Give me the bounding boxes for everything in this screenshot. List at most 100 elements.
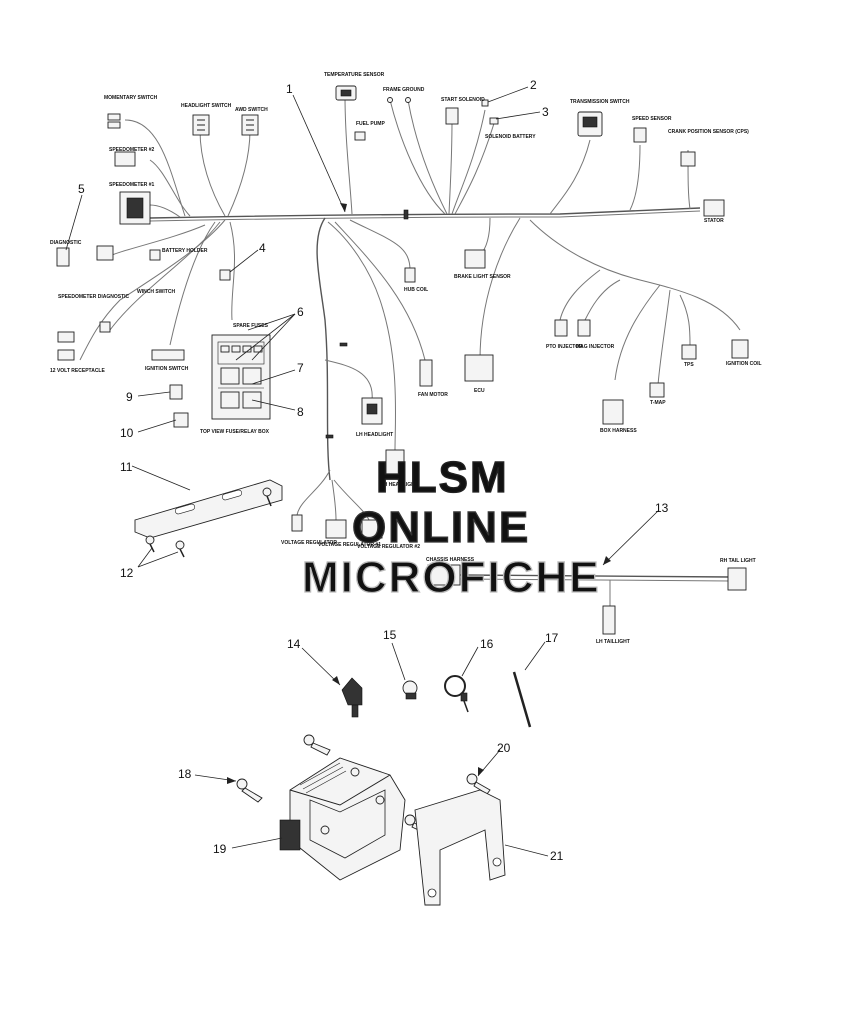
- label-chassis-harness: CHASSIS HARNESS: [426, 557, 475, 563]
- watermark-line-2: ONLINE: [352, 503, 530, 552]
- label-transmission-switch: TRANSMISSION SWITCH: [570, 99, 630, 105]
- pto-injector-connector: [554, 319, 568, 337]
- ignition-switch-connector: [151, 349, 185, 361]
- transmission-switch-connector: [577, 111, 603, 137]
- leader-lines: [65, 86, 660, 857]
- callout-12: 12: [120, 566, 134, 580]
- box-harness-connector: [602, 399, 624, 425]
- awd-switch-connector: [241, 114, 259, 136]
- screw-top-housing: [303, 734, 331, 756]
- frame-ground-terminals: [387, 97, 411, 103]
- ignition-coil-connector: [731, 339, 749, 359]
- label-rh-headlight: RH HEADLIGHT: [380, 482, 418, 488]
- label-twelve-volt: 12 VOLT RECEPTACLE: [50, 368, 105, 374]
- label-stator: STATOR: [704, 218, 724, 224]
- label-winch-switch: WINCH SWITCH: [137, 289, 175, 295]
- connectors: [56, 85, 749, 539]
- momentary-switch-connector: [107, 113, 121, 129]
- label-frame-ground: FRAME GROUND: [383, 87, 425, 93]
- main-harness: [79, 94, 741, 523]
- callout-16: 16: [480, 637, 494, 651]
- chassis-harness-13: [427, 564, 747, 635]
- harness-tape: [325, 434, 334, 439]
- watermark: HLSM ONLINE MICROFICHE: [301, 452, 601, 602]
- label-rh-tail-light: RH TAIL LIGHT: [720, 558, 756, 564]
- callout-5: 5: [78, 182, 85, 196]
- label-momentary-switch: MOMENTARY SWITCH: [104, 95, 158, 101]
- label-fuse-box: TOP VIEW FUSE/RELAY BOX: [200, 429, 270, 435]
- fuel-pump-connector: [354, 131, 366, 141]
- callout-17: 17: [545, 631, 559, 645]
- tmap-connector: [649, 382, 665, 398]
- mag-injector-connector: [577, 319, 591, 337]
- label-voltage-regulator-1: VOLTAGE REGULATOR #1: [318, 542, 381, 548]
- callout-2: 2: [530, 78, 537, 92]
- watermark-line-3: MICROFICHE: [302, 553, 601, 602]
- label-hub-coil: HUB COIL: [404, 287, 428, 293]
- speedometer-diagnostic-connector: [99, 321, 111, 333]
- tps-connector: [681, 344, 697, 360]
- label-solenoid-battery: SOLENOID BATTERY: [485, 134, 536, 140]
- watermark-line-1: HLSM: [376, 453, 509, 502]
- housing-ribs: [299, 762, 347, 794]
- callout-8: 8: [297, 405, 304, 419]
- relay-part-10: [173, 412, 189, 428]
- label-battery-holder: BATTERY HOLDER: [162, 248, 208, 254]
- fan-motor-connector: [419, 359, 433, 387]
- label-spare-fuses: SPARE FUSES: [233, 323, 269, 329]
- crank-position-sensor-connector: [680, 151, 696, 167]
- relay-part-9: [169, 384, 183, 400]
- label-box-harness: BOX HARNESS: [600, 428, 637, 434]
- harness-tape: [339, 342, 348, 347]
- cable-clamp-15: [402, 680, 418, 700]
- headlight-switch-connector: [192, 114, 210, 136]
- lh-headlight-connector: [361, 397, 383, 425]
- label-speedometer-1: SPEEDOMETER #1: [109, 182, 155, 188]
- label-ecu: ECU: [474, 388, 485, 394]
- callout-19: 19: [213, 842, 227, 856]
- callout-numbers: 1 2 3 4 5 6 7 8 9 10 11 12 13 14 15 16 1…: [78, 78, 669, 863]
- voltage-regulator-1-connector: [325, 519, 347, 539]
- callout-18: 18: [178, 767, 192, 781]
- label-ignition-coil: IGNITION COIL: [726, 361, 762, 367]
- callout-20: 20: [497, 741, 511, 755]
- fuse-relay-box: [169, 334, 271, 428]
- label-speedometer-2: SPEEDOMETER #2: [109, 147, 155, 153]
- callout-7: 7: [297, 361, 304, 375]
- harness-clip-4: [219, 269, 231, 281]
- housing-19: [279, 757, 406, 881]
- start-solenoid-connector: [445, 107, 459, 125]
- hub-coil-connector: [404, 267, 416, 283]
- brake-light-sensor-connector: [464, 249, 486, 269]
- callout-9: 9: [126, 390, 133, 404]
- diagnostic-connector: [56, 245, 114, 267]
- label-awd-switch: AWD SWITCH: [235, 107, 268, 113]
- voltage-regulator-2-connector: [361, 519, 383, 539]
- stator-connector: [703, 199, 725, 217]
- voltage-regulator-connector: [291, 514, 303, 532]
- label-diagnostic: DIAGNOSTIC: [50, 240, 82, 246]
- mounting-bracket-11: [134, 479, 283, 539]
- cable-clamp-16: [444, 675, 469, 713]
- temperature-sensor-connector: [335, 85, 357, 101]
- callout-1: 1: [286, 82, 293, 96]
- label-fan-motor: FAN MOTOR: [418, 392, 448, 398]
- rh-headlight-connector: [385, 449, 405, 477]
- label-crank-position-sensor: CRANK POSITION SENSOR (CPS): [668, 129, 749, 135]
- fastener-clip-14: [341, 677, 363, 718]
- label-brake-light-sensor: BRAKE LIGHT SENSOR: [454, 274, 511, 280]
- label-pto-injector: PTO INJECTOR: [546, 344, 583, 350]
- label-temperature-sensor: TEMPERATURE SENSOR: [324, 72, 385, 78]
- ecu-connector: [464, 354, 494, 382]
- speed-sensor-connector: [633, 127, 647, 143]
- label-start-solenoid: START SOLENOID: [441, 97, 485, 103]
- label-voltage-regulator-2: VOLTAGE REGULATOR #2: [357, 544, 420, 550]
- callout-15: 15: [383, 628, 397, 642]
- callout-6: 6: [297, 305, 304, 319]
- callout-10: 10: [120, 426, 134, 440]
- label-speedometer-diagnostic: SPEEDOMETER DIAGNOSTIC: [58, 294, 130, 300]
- cable-tie-17: [512, 671, 532, 728]
- label-voltage-regulator: VOLTAGE REGULATOR: [281, 540, 337, 546]
